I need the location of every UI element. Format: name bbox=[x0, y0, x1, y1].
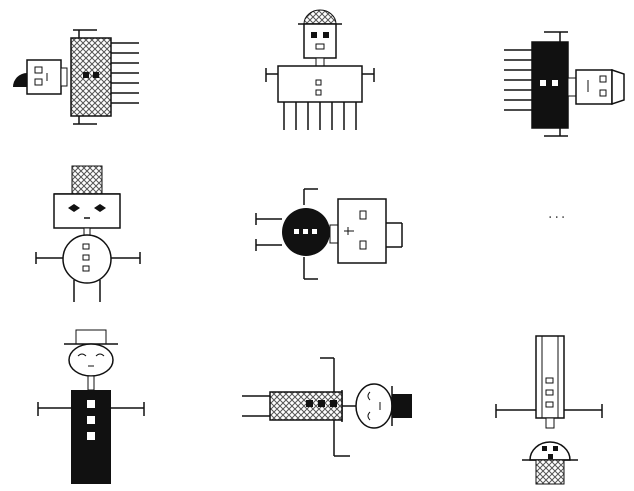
figure-r3c3 bbox=[492, 330, 612, 490]
figure-r3c2 bbox=[238, 352, 428, 464]
figure-r2c2 bbox=[252, 185, 412, 285]
figure-r3c1 bbox=[30, 328, 160, 488]
missing-figure-marker: ... bbox=[548, 206, 567, 222]
figure-r2c1 bbox=[30, 162, 155, 310]
figure-r1c1 bbox=[5, 25, 145, 125]
figure-r1c3 bbox=[500, 30, 634, 138]
figure-r1c2 bbox=[262, 2, 382, 137]
